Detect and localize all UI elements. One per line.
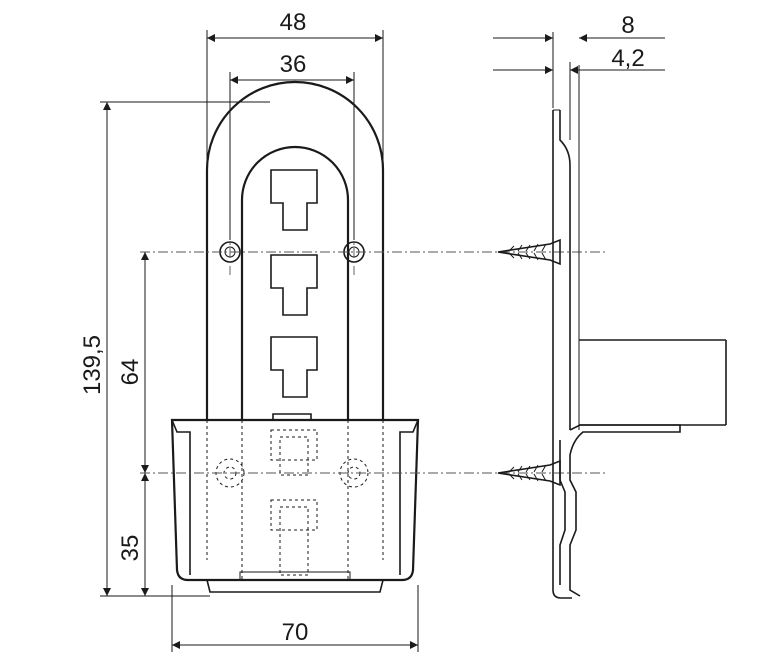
- dim-width-base: 70: [282, 619, 309, 646]
- dim-hole-spacing: 64: [117, 359, 144, 386]
- dim-width-outer: 48: [280, 9, 307, 36]
- lower-housing: [170, 413, 420, 593]
- dim-depth-plate: 4,2: [611, 45, 644, 72]
- hidden-details: [206, 420, 384, 580]
- keyhole-slot: [270, 169, 318, 398]
- wall-plate: [552, 110, 572, 599]
- front-view: [140, 80, 605, 593]
- shelf-board: [579, 339, 727, 426]
- dim-depth-total: 8: [621, 12, 634, 39]
- bracket-inner-slot: [240, 145, 350, 420]
- screw-lower: [497, 459, 561, 487]
- screw-upper: [497, 238, 561, 266]
- dim-width-inner: 36: [280, 51, 307, 78]
- side-view: [497, 65, 727, 599]
- dim-height-total: 139,5: [79, 335, 106, 395]
- bracket-outline: [205, 80, 385, 420]
- dim-lower-offset: 35: [117, 535, 144, 562]
- dimension-lines: [100, 30, 665, 652]
- bracket-profile: [569, 424, 681, 597]
